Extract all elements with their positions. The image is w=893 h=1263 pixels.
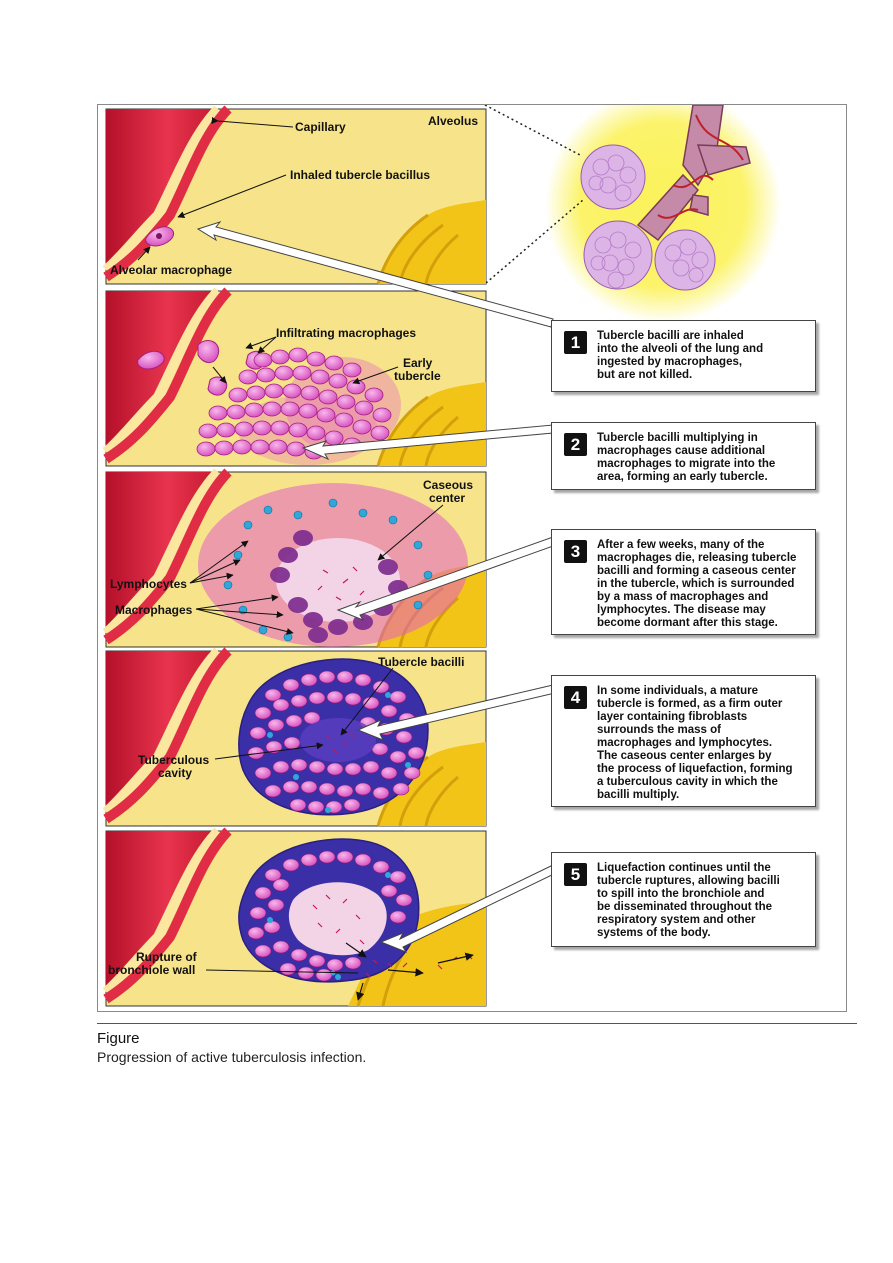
panel-3: Caseous center Lymphocytes Macrophages [102,468,487,648]
label-macrophages: Macrophages [115,603,193,617]
step-3-callout: 3 After a few weeks, many of the macroph… [551,529,816,635]
figure-frame: Capillary Alveolus Inhaled tubercle baci… [97,104,847,1012]
callout-arrows [196,221,557,954]
zoom-line-top [484,105,581,156]
label-early-line2: tubercle [394,369,441,383]
step-5-text: Liquefaction continues until the tubercl… [597,862,780,939]
label-cavity-line2: cavity [158,766,192,780]
label-early-line1: Early [403,356,433,370]
step-4-number: 4 [564,686,587,709]
step-3-text: After a few weeks, many of the macrophag… [597,539,797,629]
label-inhaled-bacillus: Inhaled tubercle bacillus [290,168,430,182]
caption-title: Figure [97,1030,140,1047]
label-rupture-line1: Rupture of [136,950,198,964]
step-1-text: Tubercle bacilli are inhaled into the al… [597,330,764,381]
label-alveolar-macrophage: Alveolar macrophage [110,263,232,277]
label-cavity-line1: Tuberculous [138,753,209,767]
label-rupture-line2: bronchiole wall [108,963,195,977]
step-5-callout: 5 Liquefaction continues until the tuber… [551,852,816,947]
label-infiltrating-macrophages: Infiltrating macrophages [276,326,416,340]
step-3-number: 3 [564,540,587,563]
label-alveolus: Alveolus [428,114,478,128]
step-4-callout: 4 In some individuals, a mature tubercle… [551,675,816,807]
tuberculosis-diagram: Capillary Alveolus Inhaled tubercle baci… [102,105,781,1007]
step-2-callout: 2 Tubercle bacilli multiplying in macrop… [551,422,816,490]
label-caseous-line2: center [429,491,465,505]
step-2-number: 2 [564,433,587,456]
panel-2: Infiltrating macrophages Early tubercle [102,287,487,467]
label-capillary: Capillary [295,120,346,134]
label-caseous-line1: Caseous [423,478,473,492]
panel-4: Tubercle bacilli Tuberculous cavity [102,647,487,827]
step-1-callout: 1 Tubercle bacilli are inhaled into the … [551,320,816,392]
step-5-number: 5 [564,863,587,886]
step-4-text: In some individuals, a mature tubercle i… [597,685,793,801]
caption-text: Progression of active tuberculosis infec… [97,1049,367,1065]
zoom-line-bottom [485,199,584,284]
panel-5: Rupture of bronchiole wall [102,827,487,1007]
lung-inset [545,105,781,323]
label-lymphocytes: Lymphocytes [110,577,187,591]
label-tubercle-bacilli: Tubercle bacilli [378,655,464,669]
step-2-text: Tubercle bacilli multiplying in macropha… [597,432,776,483]
caption-divider [97,1023,857,1024]
step-1-number: 1 [564,331,587,354]
